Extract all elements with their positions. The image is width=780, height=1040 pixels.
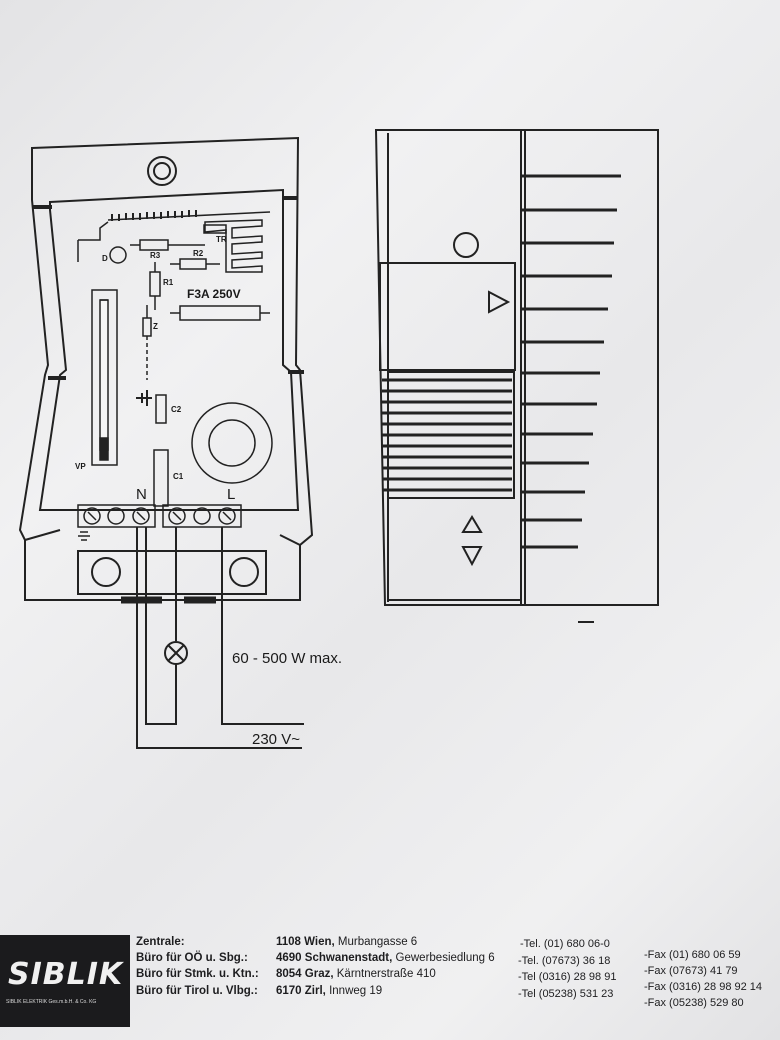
office-street: Innweg 19 bbox=[329, 985, 383, 997]
rocker-panel bbox=[379, 262, 516, 371]
office-row: Büro für Tirol u. Vlbg.: 6170 Zirl, Innwe… bbox=[136, 985, 382, 997]
office-fax: -Fax (07673) 41 79 bbox=[644, 965, 738, 977]
office-fax: -Fax (05238) 529 80 bbox=[644, 997, 744, 1009]
terminal-cover bbox=[77, 550, 267, 595]
office-city: 6170 Zirl, bbox=[276, 985, 326, 997]
logo-subtext: SIBLIK ELEKTRIK Ges.m.b.H. & Co. KG bbox=[6, 999, 97, 1005]
mounting-hole-right bbox=[229, 557, 259, 587]
office-row: Büro für OÖ u. Sbg.:4690 Schwanenstadt, … bbox=[136, 952, 495, 964]
office-city: 1108 Wien, bbox=[276, 936, 335, 948]
mounting-hole-top bbox=[147, 156, 177, 186]
lamp-symbol bbox=[164, 641, 188, 665]
office-label: Büro für Tirol u. Vlbg.: bbox=[136, 985, 258, 997]
office-tel: -Tel. (07673) 36 18 bbox=[518, 955, 611, 967]
toroid-coil bbox=[191, 402, 273, 484]
office-label: Zentrale: bbox=[136, 936, 185, 948]
office-tel: -Tel. (01) 680 06-0 bbox=[520, 938, 610, 950]
label-c1: C1 bbox=[173, 472, 184, 481]
label-r1: R1 bbox=[163, 278, 174, 287]
office-street: Kärntnerstraße 410 bbox=[336, 968, 436, 980]
label-r3: R3 bbox=[150, 251, 161, 260]
indicator-led bbox=[453, 232, 479, 258]
office-fax: -Fax (0316) 28 98 92 14 bbox=[644, 981, 763, 993]
mounting-hole-left bbox=[91, 557, 121, 587]
office-city: 8054 Graz, bbox=[276, 968, 334, 980]
label-c2: C2 bbox=[171, 405, 182, 414]
office-row: Zentrale: 1108 Wien, Murbangasse 6 bbox=[136, 936, 417, 948]
label-vp: VP bbox=[75, 462, 86, 471]
logo-wordmark: SIBLIK bbox=[8, 957, 124, 992]
label-tr: TR bbox=[216, 235, 227, 244]
office-street: Gewerbesiedlung 6 bbox=[395, 952, 495, 964]
fuse bbox=[179, 305, 261, 321]
play-triangle-icon bbox=[488, 290, 511, 314]
office-label: Büro für Stmk. u. Ktn.: bbox=[136, 968, 259, 980]
terminal-strip-left bbox=[77, 504, 156, 528]
office-tel: -Tel (05238) 531 23 bbox=[518, 988, 614, 1000]
front-cover-outline bbox=[374, 129, 659, 606]
office-city: 4690 Schwanenstadt, bbox=[276, 952, 393, 964]
housing-outline bbox=[18, 136, 314, 601]
office-row: Büro für Stmk. u. Ktn.: 8054 Graz, Kärntn… bbox=[136, 968, 436, 980]
terminal-strip-right bbox=[162, 504, 242, 528]
office-street: Murbangasse 6 bbox=[337, 936, 418, 948]
label-z: Z bbox=[153, 322, 158, 331]
label-d: D bbox=[102, 254, 108, 263]
down-triangle-icon bbox=[461, 546, 483, 567]
company-logo: SIBLIK SIBLIK ELEKTRIK Ges.m.b.H. & Co. … bbox=[0, 935, 130, 1027]
label-r2: R2 bbox=[193, 249, 204, 258]
circuit-board bbox=[38, 188, 300, 511]
up-triangle-icon bbox=[461, 515, 483, 533]
office-fax: -Fax (01) 680 06 59 bbox=[644, 949, 741, 961]
label-fuse: F3A 250V bbox=[187, 287, 241, 301]
terminal-n-label: N bbox=[136, 486, 147, 503]
office-label: Büro für OÖ u. Sbg.: bbox=[136, 952, 248, 964]
office-tel: -Tel (0316) 28 98 91 bbox=[518, 971, 617, 983]
supply-voltage-label: 230 V~ bbox=[252, 731, 300, 748]
terminal-l-label: L bbox=[227, 486, 236, 503]
slider-pot bbox=[91, 289, 118, 466]
load-rating-label: 60 - 500 W max. bbox=[232, 650, 343, 667]
